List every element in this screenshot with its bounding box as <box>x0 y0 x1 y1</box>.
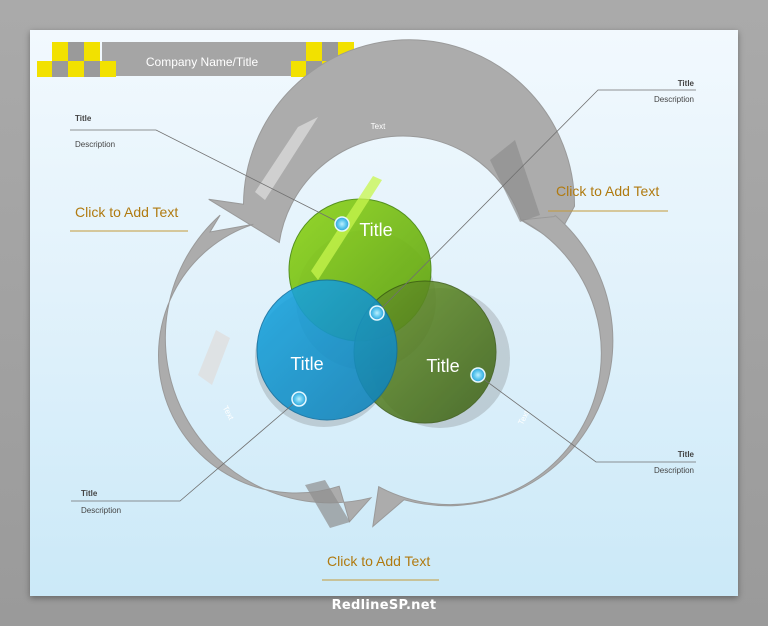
callouts: Title Description Title Description Titl… <box>75 79 695 515</box>
callout-lines <box>70 89 696 502</box>
connector-dot-icon <box>334 216 350 232</box>
callout-line-top-right <box>376 89 696 314</box>
callout-title[interactable]: Title <box>81 489 98 498</box>
ring-shade <box>305 480 350 528</box>
ring-shade <box>490 140 540 222</box>
callout-description[interactable]: Description <box>654 466 694 475</box>
circle-blue[interactable] <box>256 279 398 421</box>
callout-description[interactable]: Description <box>654 95 694 104</box>
click-to-add-text-left[interactable]: Click to Add Text <box>75 204 178 220</box>
callout-description[interactable]: Description <box>75 140 115 149</box>
connector-dot-icon <box>291 391 307 407</box>
ring-highlight <box>198 330 230 385</box>
callout-title[interactable]: Title <box>678 79 695 88</box>
header-checker-left <box>37 42 116 77</box>
connector-dot-icon <box>470 367 486 383</box>
venn: Title Title Title <box>255 176 510 428</box>
circle-blue-title[interactable]: Title <box>290 354 323 374</box>
arrow-label-left[interactable]: Text <box>221 404 236 422</box>
header: Company Name/Title <box>37 42 354 77</box>
circle-olive-title[interactable]: Title <box>426 356 459 376</box>
callout-title[interactable]: Title <box>678 450 695 459</box>
callout-line-bottom-left <box>71 398 300 502</box>
click-to-add-text-right[interactable]: Click to Add Text <box>556 183 659 199</box>
watermark: RedlineSP.net <box>331 598 437 613</box>
text-placeholders: Click to Add Text Click to Add Text Clic… <box>70 183 668 581</box>
callout-description[interactable]: Description <box>81 506 121 515</box>
callout-line-top-left <box>70 129 343 225</box>
header-title[interactable]: Company Name/Title <box>146 55 259 69</box>
click-to-add-text-bottom[interactable]: Click to Add Text <box>327 553 430 569</box>
arrow-label-top[interactable]: Text <box>371 122 386 131</box>
connector-dots <box>291 216 486 407</box>
circle-green-title[interactable]: Title <box>359 220 392 240</box>
connector-dot-icon <box>369 305 385 321</box>
callout-title[interactable]: Title <box>75 114 92 123</box>
slide: Company Name/Title Text Text Text Title … <box>30 30 738 596</box>
arrow-segment-right[interactable] <box>372 214 614 528</box>
arrow-label-right[interactable]: Text <box>516 409 531 427</box>
ring-highlight <box>255 117 318 200</box>
arrow-segment-top[interactable] <box>208 39 576 244</box>
diagram: Company Name/Title Text Text Text Title … <box>37 39 696 581</box>
callout-line-bottom-right <box>477 374 696 463</box>
